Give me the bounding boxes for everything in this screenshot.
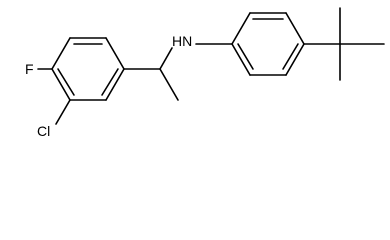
double-bond-inner: [237, 43, 254, 70]
bond: [285, 43, 305, 76]
double-bond-inner: [101, 68, 119, 96]
chlorofluorophenyl-ring: [51, 37, 125, 101]
bond-c-cl: [55, 99, 71, 125]
bond: [105, 37, 125, 70]
bond: [231, 12, 251, 45]
bond: [285, 12, 305, 45]
bond-ch-methyl: [159, 68, 179, 101]
bond: [51, 37, 71, 70]
double-bond-inner: [282, 43, 299, 70]
chlorine-label: Cl: [37, 123, 50, 139]
structure-diagram: F Cl HN: [25, 7, 385, 139]
tert-butylphenyl-ring: [231, 12, 305, 76]
fluorine-label: F: [25, 61, 34, 77]
bond: [231, 43, 251, 76]
bond: [105, 68, 125, 101]
double-bond-inner: [57, 68, 75, 96]
amine-label: HN: [172, 33, 192, 49]
bond-ch-n: [159, 47, 173, 70]
bond: [51, 68, 71, 101]
